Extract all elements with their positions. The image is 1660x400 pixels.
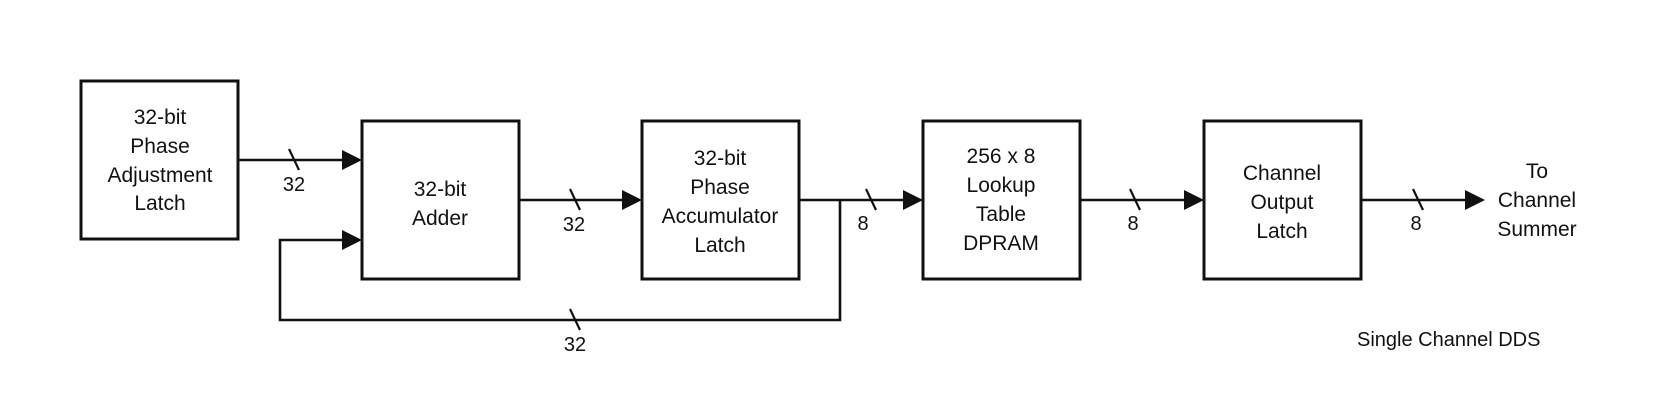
bus-slash-icon [569,188,581,211]
output-label-line: Channel [1498,189,1576,212]
block-label-line: DPRAM [963,232,1039,255]
wire-lookup-to-output: 8 [1080,188,1204,235]
block-box [921,119,1082,281]
bus-width-label: 8 [857,213,868,235]
block-label-line: Latch [134,192,185,215]
arrow-head-icon [342,150,362,170]
block-label-line: Accumulator [662,205,779,228]
block-label-line: Lookup [967,174,1036,197]
bus-slash-icon [1412,188,1424,211]
bus-width-label: 8 [1410,213,1421,235]
arrow-head-icon [1465,190,1485,210]
block-label-line: Adder [412,207,468,230]
wire-output-to-summer: 8 [1361,188,1485,235]
wire-adjust-to-adder: 32 [238,148,362,196]
bus-width-label: 32 [564,334,586,356]
bus-width-label: 32 [283,174,305,196]
block-label-line: Latch [694,234,745,257]
output-label-line: Summer [1497,218,1576,241]
arrow-head-icon [622,190,642,210]
wire-accumulator-to-lookup: 8 [799,188,923,235]
block-box [360,119,521,281]
block-label-line: Table [976,203,1026,226]
wire-adder-to-accumulator: 32 [519,188,642,236]
block-label-line: Phase [690,176,750,199]
block-label-line: Channel [1243,162,1321,185]
block-label-line: 256 x 8 [967,145,1036,168]
bus-slash-icon [569,308,581,331]
block-adder[interactable]: 32-bit Adder [360,119,521,281]
diagram-caption: Single Channel DDS [1357,329,1540,351]
bus-slash-icon [288,148,300,171]
wire-feedback: 32 [278,200,842,356]
block-label-line: Latch [1256,220,1307,243]
block-lookup-table[interactable]: 256 x 8 Lookup Table DPRAM [921,119,1082,281]
block-label-line: Adjustment [107,164,212,187]
block-label-line: 32-bit [414,178,467,201]
bus-slash-icon [1129,188,1141,211]
bus-width-label: 32 [563,214,585,236]
block-phase-adjustment-latch[interactable]: 32-bit Phase Adjustment Latch [79,79,240,241]
block-label-line: 32-bit [134,106,187,129]
block-channel-output-latch[interactable]: Channel Output Latch [1202,119,1363,281]
output-destination-label: To Channel Summer [1497,160,1576,241]
block-box [79,79,240,241]
block-label-line: 32-bit [694,147,747,170]
arrow-head-icon [1184,190,1204,210]
block-label-line: Output [1250,191,1313,214]
block-label-line: Phase [130,135,190,158]
arrow-head-icon [903,190,923,210]
block-phase-accumulator-latch[interactable]: 32-bit Phase Accumulator Latch [640,119,801,281]
bus-slash-icon [865,188,877,211]
output-label-line: To [1526,160,1548,183]
arrow-head-icon [342,230,362,250]
bus-width-label: 8 [1127,213,1138,235]
block-box [640,119,801,281]
